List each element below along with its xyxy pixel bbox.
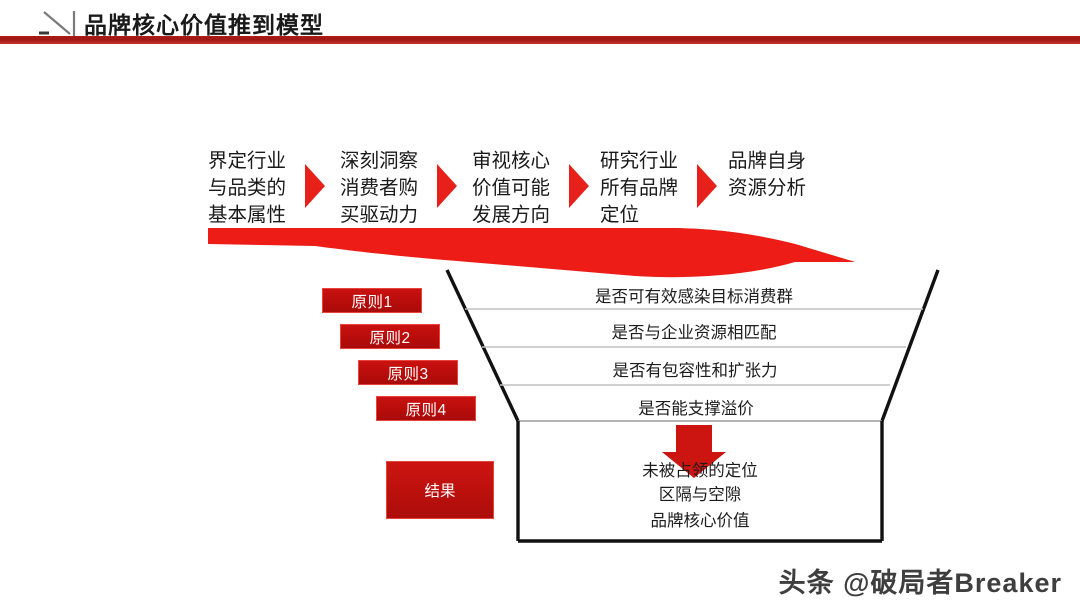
principle-box-4[interactable]: 原则4	[376, 396, 476, 421]
principle-box-3[interactable]: 原则3	[358, 360, 458, 385]
header-divider-rule	[0, 36, 1080, 44]
funnel-core-value-text: 品牌核心价值	[650, 512, 750, 530]
flow-arrow-2-icon	[437, 164, 457, 208]
flow-arrow-1-icon	[305, 164, 325, 208]
funnel-row-1: 是否可有效感染目标消费群	[595, 288, 793, 306]
result-box[interactable]: 结果	[386, 461, 494, 519]
brand-logo-icon	[39, 11, 76, 36]
flow-arrow-3-icon	[569, 164, 589, 208]
page-title: 品牌核心价值推到模型	[84, 12, 324, 38]
flow-step-2: 深刻洞察 消费者购 买驱动力	[340, 150, 419, 226]
red-swoosh-ribbon	[208, 228, 855, 278]
funnel-conclusion-text: 未被占领的定位 区隔与空隙	[642, 462, 758, 504]
flow-arrow-4-icon	[697, 164, 717, 208]
flow-step-5: 品牌自身 资源分析	[728, 150, 807, 199]
flow-step-3: 审视核心 价值可能 发展方向	[472, 150, 551, 226]
watermark-text: 头条 @破局者Breaker	[778, 568, 1062, 598]
flow-step-4: 研究行业 所有品牌 定位	[600, 150, 679, 226]
funnel-row-3: 是否有包容性和扩张力	[612, 362, 778, 380]
funnel-row-4: 是否能支撑溢价	[638, 400, 754, 418]
funnel-row-2: 是否与企业资源相匹配	[611, 324, 777, 342]
principle-box-1[interactable]: 原则1	[322, 288, 422, 313]
flow-step-1: 界定行业 与品类的 基本属性	[208, 150, 287, 226]
principle-box-2[interactable]: 原则2	[340, 324, 440, 349]
